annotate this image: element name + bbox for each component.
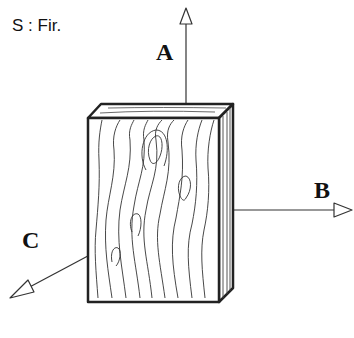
top-face [88, 104, 233, 118]
wood-block [88, 104, 233, 302]
axis-a [185, 22, 186, 104]
axis-label: C [22, 228, 39, 252]
arrowhead-b [334, 203, 352, 217]
side-grain [223, 108, 230, 298]
front-face [88, 118, 219, 302]
axis-label: A [156, 40, 173, 64]
axis-b [233, 209, 336, 210]
axis-label: B [314, 178, 330, 202]
arrowhead-c [10, 280, 34, 298]
material-label: S : Fir. [12, 17, 61, 34]
top-grain [100, 108, 226, 114]
front-grain [95, 120, 214, 298]
side-face [219, 104, 233, 302]
arrowhead-a [180, 8, 192, 24]
